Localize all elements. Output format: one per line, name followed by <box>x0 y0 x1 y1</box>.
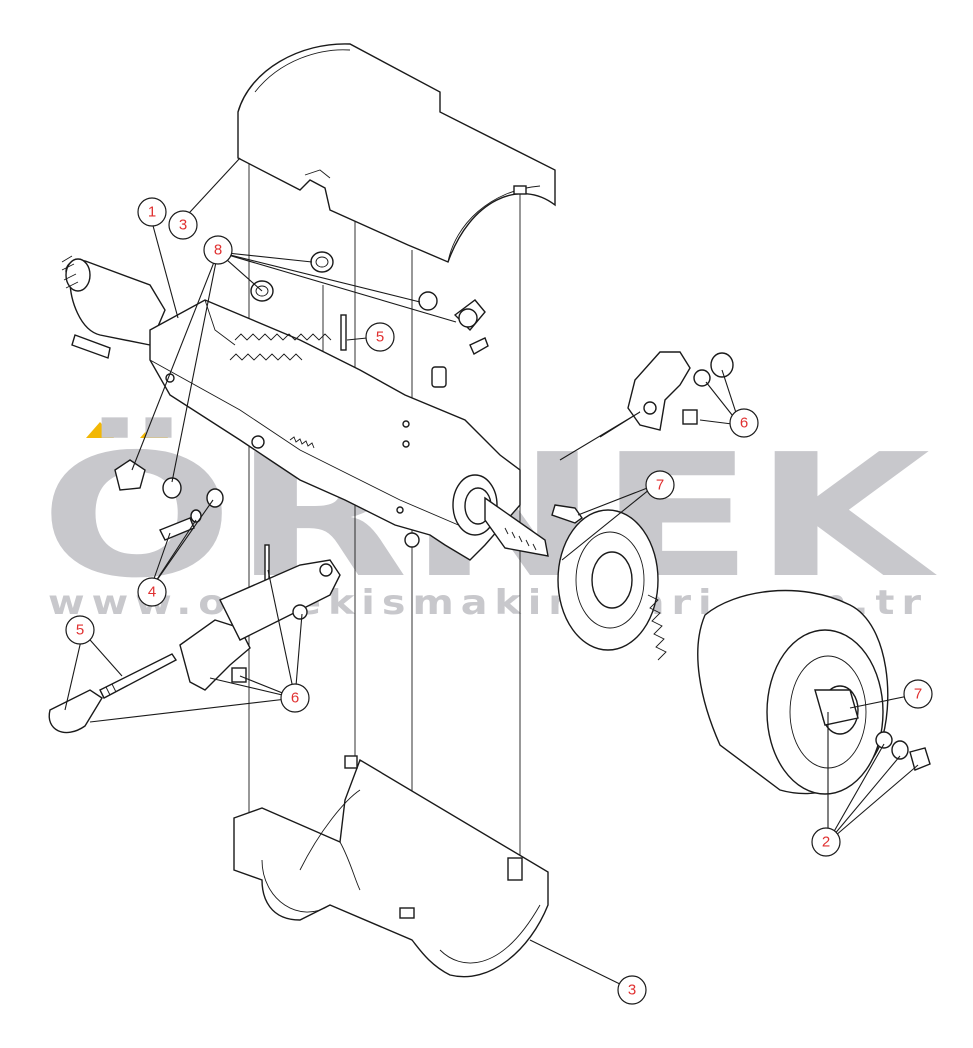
svg-text:7: 7 <box>914 686 922 703</box>
svg-text:1: 1 <box>148 204 156 221</box>
svg-text:8: 8 <box>214 242 222 259</box>
svg-text:7: 7 <box>656 477 664 494</box>
svg-text:6: 6 <box>291 690 299 707</box>
watermark-accent-left <box>86 422 114 438</box>
svg-text:4: 4 <box>148 584 156 601</box>
callout-1: 1 <box>137 197 167 227</box>
bottom-cover-shell <box>233 755 549 978</box>
callout-3-bottom: 3 <box>617 975 647 1005</box>
small-parts <box>48 251 734 734</box>
drum-assembly <box>557 509 931 795</box>
callout-8: 8 <box>203 235 233 265</box>
svg-text:6: 6 <box>740 415 748 432</box>
top-cover-shell <box>237 43 556 263</box>
main-housing <box>61 255 549 561</box>
callout-2: 2 <box>811 827 841 857</box>
callout-6-lower: 6 <box>280 683 310 713</box>
watermark-accent-right <box>140 422 168 438</box>
callout-3-top: 3 <box>168 210 198 240</box>
svg-text:2: 2 <box>822 834 830 851</box>
callout-7-lower: 7 <box>903 679 933 709</box>
svg-text:5: 5 <box>76 622 84 639</box>
callout-5-top: 5 <box>365 322 395 352</box>
callout-7-upper: 7 <box>645 470 675 500</box>
svg-text:3: 3 <box>628 982 636 999</box>
leader-lines <box>64 157 919 989</box>
svg-text:3: 3 <box>179 217 187 234</box>
callout-5-left: 5 <box>65 615 95 645</box>
callout-4: 4 <box>137 577 167 607</box>
svg-text:5: 5 <box>376 329 384 346</box>
callout-6-right: 6 <box>729 408 759 438</box>
